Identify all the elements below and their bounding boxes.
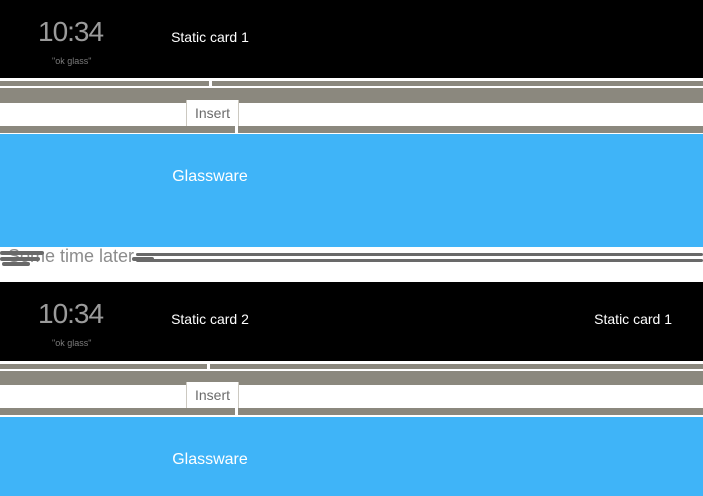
clock-card: 10:34 "ok glass" Static card 2 Static ca… — [0, 282, 703, 361]
insert-card: Insert — [186, 382, 239, 408]
insert-card: Insert — [186, 100, 239, 126]
glassware-card: Glassware — [0, 134, 703, 247]
card-boundary-gap — [235, 125, 238, 134]
card-boundary-gap — [209, 80, 212, 87]
timeline-strip — [0, 407, 703, 416]
divider-line — [0, 251, 44, 255]
clock-card: 10:34 "ok glass" Static card 1 — [0, 0, 703, 78]
static-card-label: Static card 1 — [594, 311, 672, 327]
clock-time: 10:34 — [38, 298, 104, 329]
divider-line — [136, 253, 703, 256]
card-boundary-gap — [235, 407, 238, 416]
voice-hint: "ok glass" — [52, 56, 92, 66]
timeline-strip — [0, 88, 703, 103]
timeline-strip — [0, 80, 703, 87]
insert-label: Insert — [194, 387, 230, 403]
glassware-label: Glassware — [172, 168, 248, 185]
timeline-strip — [0, 371, 703, 385]
timeline-strip — [0, 125, 703, 134]
divider-line — [0, 257, 40, 261]
glassware-card: Glassware — [0, 417, 703, 496]
clock-time: 10:34 — [38, 16, 104, 47]
card-boundary-gap — [207, 363, 210, 370]
static-card-label: Static card 1 — [171, 29, 249, 45]
voice-hint: "ok glass" — [52, 338, 92, 348]
divider-line — [2, 262, 30, 266]
divider-line — [136, 259, 703, 262]
insert-label: Insert — [194, 105, 230, 121]
timeline-strip — [0, 363, 703, 370]
glassware-label: Glassware — [172, 451, 248, 468]
static-card-label: Static card 2 — [171, 311, 249, 327]
